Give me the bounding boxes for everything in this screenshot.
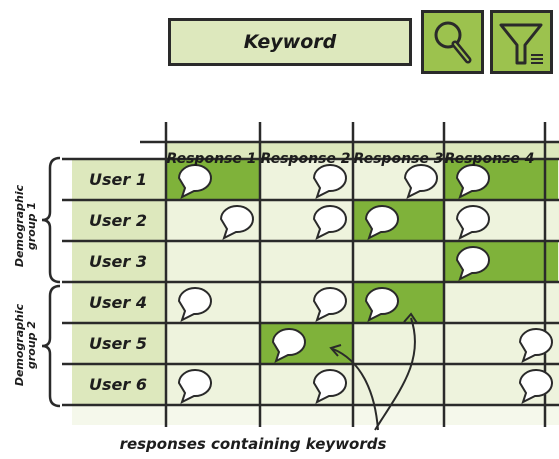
speech-bubble-icon — [177, 369, 212, 404]
speech-bubble-shape — [455, 164, 490, 199]
speech-bubble-icon — [455, 246, 490, 281]
speech-bubble-shape — [455, 205, 490, 240]
speech-bubble-icon — [312, 287, 347, 322]
speech-bubble-shape — [364, 205, 399, 240]
speech-bubble-shape — [455, 246, 490, 281]
speech-bubble-shape — [312, 164, 347, 199]
speech-bubble-shape — [518, 369, 553, 404]
speech-bubble-icon — [403, 164, 438, 199]
speech-bubble-icon — [364, 287, 399, 322]
row-label-user-1: User 1 — [89, 170, 147, 189]
filter-button[interactable] — [490, 10, 553, 74]
speech-bubble-shape — [364, 287, 399, 322]
arrowhead-response-3 — [403, 312, 418, 324]
speech-bubble-icon — [177, 287, 212, 322]
row-label-user-3: User 3 — [89, 252, 147, 271]
speech-bubble-icon — [271, 328, 306, 363]
speech-bubble-icon — [518, 328, 553, 363]
keyword-search-value: Keyword — [243, 31, 337, 53]
speech-bubble-shape — [403, 164, 438, 199]
speech-bubble-icon — [518, 369, 553, 404]
bottom-fade — [72, 405, 559, 425]
speech-bubble-shape — [312, 369, 347, 404]
column-header-response-1: Response 1 — [166, 151, 257, 167]
column-header-response-4: Response 4 — [444, 151, 535, 167]
group-2-brace — [41, 284, 61, 408]
funnel-filter-icon — [499, 23, 543, 65]
speech-bubble-shape — [312, 287, 347, 322]
speech-bubble-icon — [455, 164, 490, 199]
speech-bubble-shape — [177, 164, 212, 199]
speech-bubble-shape — [271, 328, 306, 363]
speech-bubble-icon — [312, 369, 347, 404]
arrowhead-response-2 — [329, 344, 342, 357]
caption: responses containing keywords — [119, 435, 387, 453]
speech-bubble-shape — [518, 328, 553, 363]
speech-bubble-icon — [312, 205, 347, 240]
row-label-user-2: User 2 — [89, 211, 147, 230]
row-label-user-4: User 4 — [89, 293, 147, 312]
speech-bubble-icon — [219, 205, 254, 240]
speech-bubble-shape — [177, 287, 212, 322]
speech-bubble-icon — [312, 164, 347, 199]
column-header-response-2: Response 2 — [260, 151, 351, 167]
speech-bubble-shape — [219, 205, 254, 240]
column-header-response-3: Response 3 — [353, 151, 444, 167]
magnifier-icon — [434, 21, 472, 64]
row-label-user-5: User 5 — [89, 334, 147, 353]
keyword-search-field[interactable]: Keyword — [168, 18, 412, 66]
arrow-to-response-2 — [332, 348, 379, 431]
speech-bubble-icon — [177, 164, 212, 199]
speech-bubble-shape — [177, 369, 212, 404]
arrow-to-response-3 — [374, 317, 416, 431]
speech-bubble-icon — [455, 205, 490, 240]
speech-bubble-icon — [364, 205, 399, 240]
group-1-brace — [41, 156, 61, 284]
speech-bubble-shape — [312, 205, 347, 240]
header-band — [166, 142, 559, 162]
search-button[interactable] — [421, 10, 484, 74]
row-label-user-6: User 6 — [89, 375, 147, 394]
